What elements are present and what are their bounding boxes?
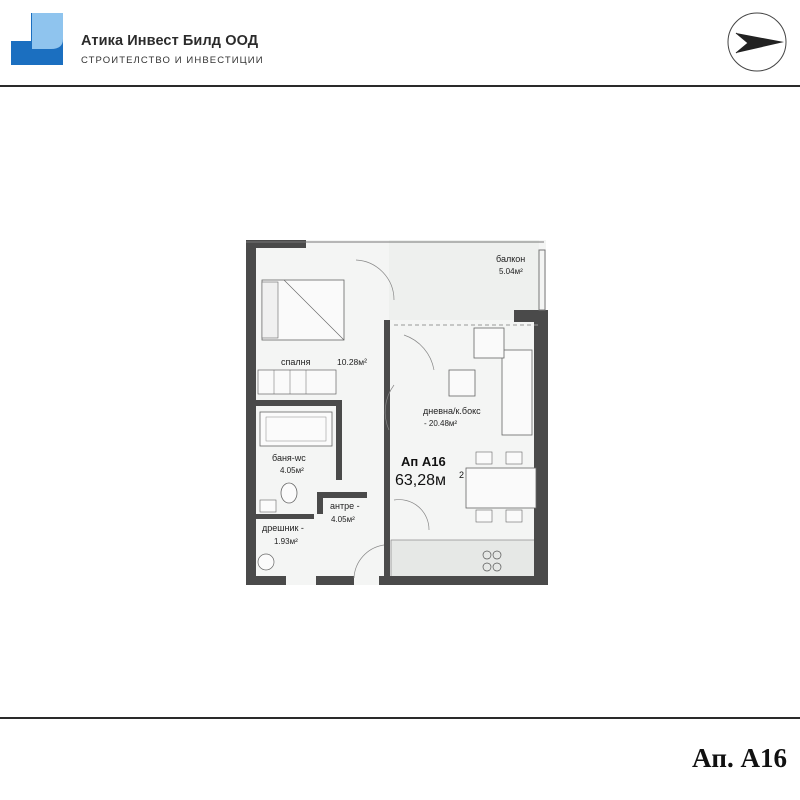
room-name-living: дневна/к.бокс [423,406,481,416]
footer-divider [0,717,800,719]
room-area-bathroom: 4.05м² [280,466,304,475]
room-area-hallway: 4.05м² [331,515,355,524]
floor-plan: балкон 5.04м² спалня 10.28м² дневна/к.бо… [244,210,560,590]
room-name-hallway: антре - [330,501,360,511]
company-name: Атика Инвест Билд ООД [81,33,259,49]
company-subtitle: СТРОИТЕЛСТВО И ИНВЕСТИЦИИ [81,55,264,66]
room-area-bedroom: 10.28м² [337,357,367,367]
room-area-living: - 20.48м² [424,419,457,428]
north-arrow-icon [726,11,788,73]
room-name-bathroom: баня-wc [272,453,306,463]
company-logo-icon [11,13,63,65]
room-name-closet: дрешник - [262,523,304,533]
room-area-closet: 1.93м² [274,537,298,546]
header-divider [0,85,800,87]
room-name-bedroom: спалня [281,357,311,367]
footer-title: Ап. А16 [691,743,787,773]
apartment-area: 63,28м [395,472,446,489]
apartment-area-unit: 2 [459,470,464,480]
room-area-balcony: 5.04м² [499,267,523,276]
apartment-label: Ап А16 [401,454,446,469]
room-name-balcony: балкон [496,254,525,264]
